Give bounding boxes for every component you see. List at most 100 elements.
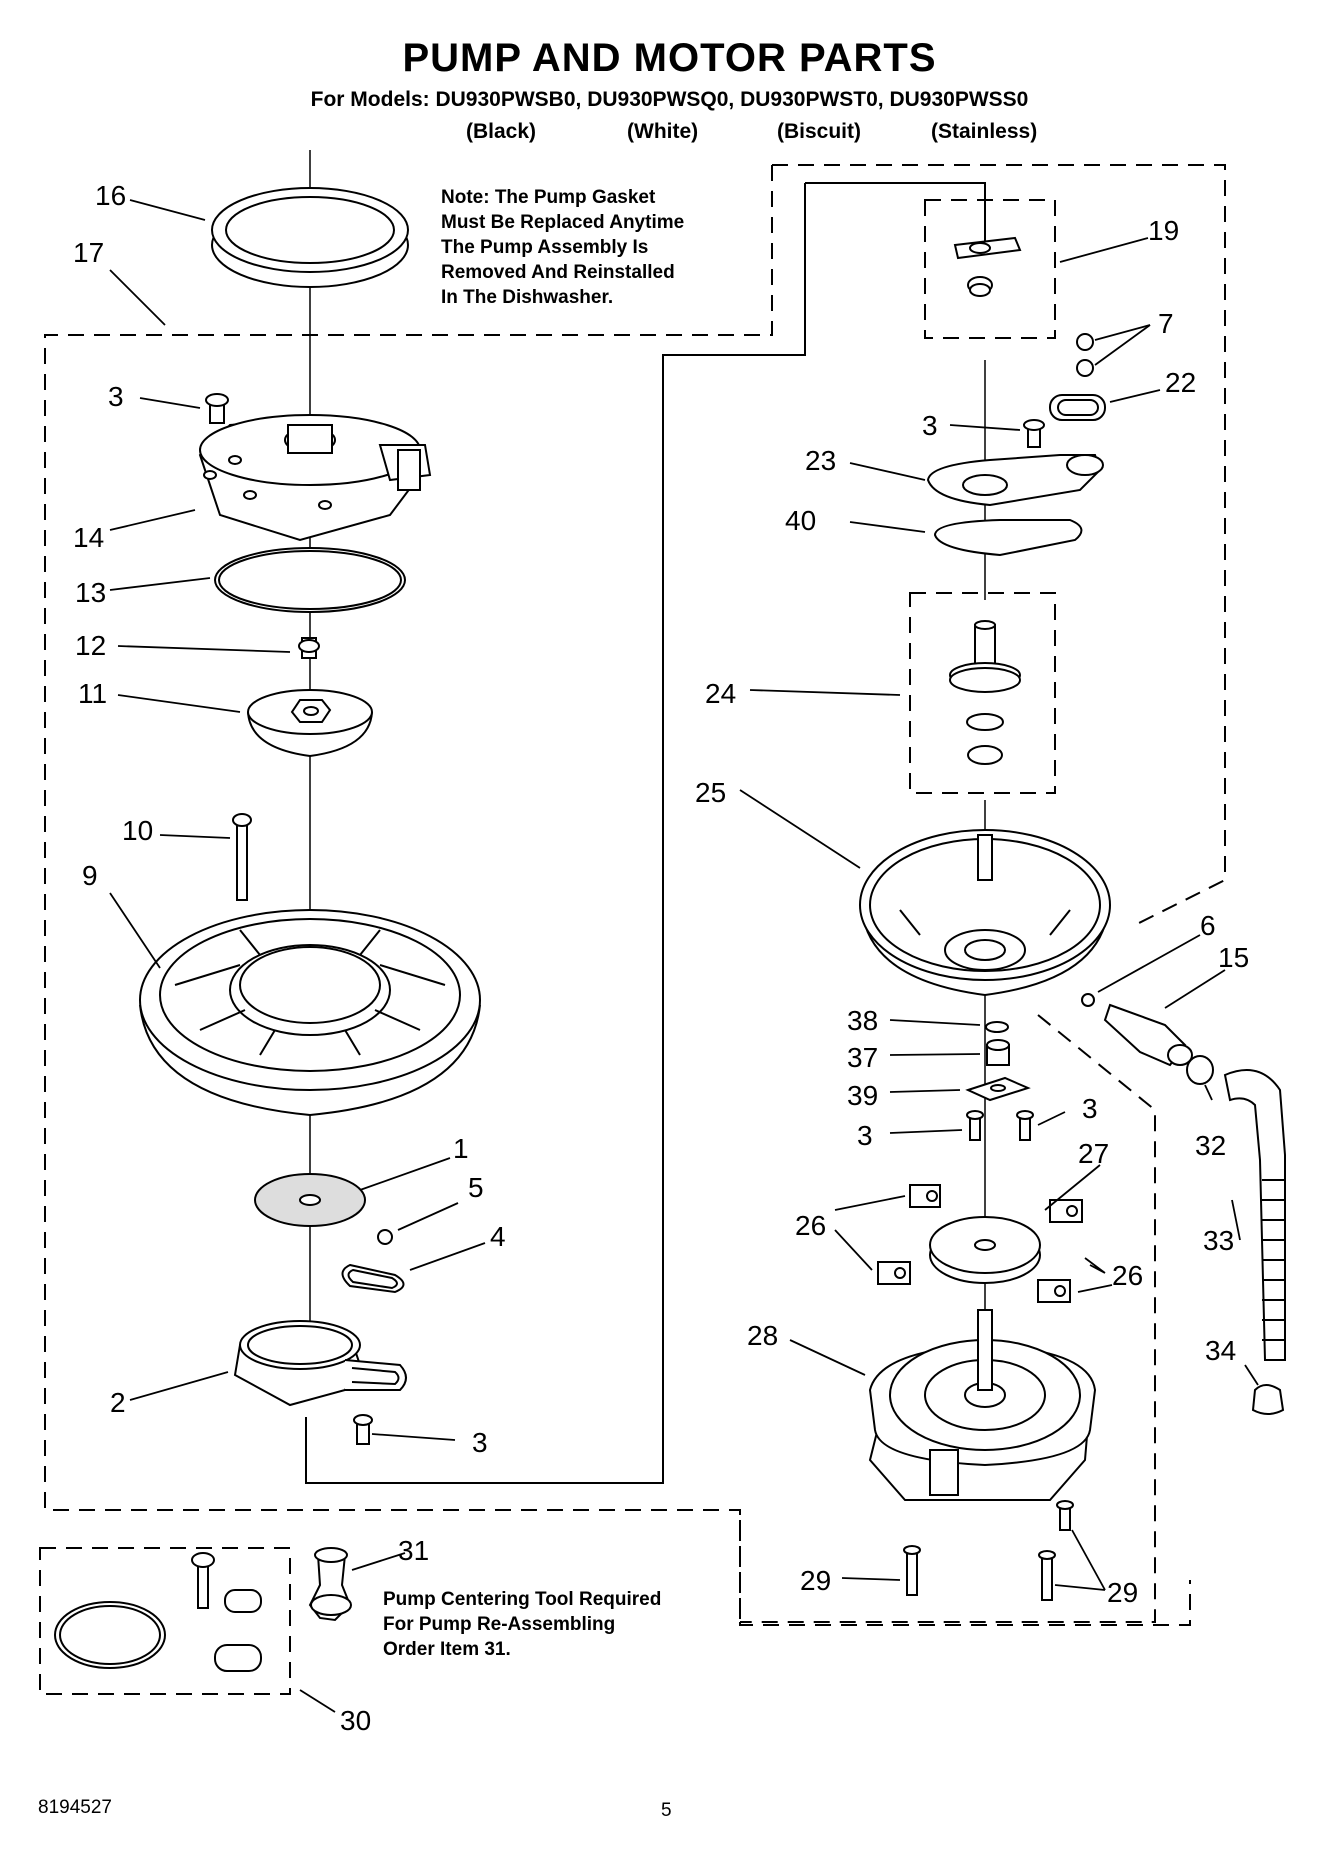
note-line: Pump Centering Tool Required — [383, 1589, 662, 1610]
variant-biscuit: (Biscuit) — [777, 120, 861, 143]
motor-mount — [909, 1184, 941, 1208]
variant-stainless: (Stainless) — [931, 120, 1038, 143]
callout-25: 25 — [695, 777, 726, 808]
o-ring — [1081, 993, 1095, 1007]
callout-26: 26 — [1112, 1260, 1143, 1291]
callout-17: 17 — [73, 237, 104, 268]
screw — [1038, 1550, 1056, 1601]
boundary-motor — [740, 1014, 1156, 1623]
models-line: For Models: DU930PWSB0, DU930PWSQ0, DU93… — [310, 88, 1029, 111]
check-ball — [377, 1229, 393, 1245]
shaft-assembly — [949, 620, 1021, 765]
pump-gasket-note: Note: The Pump Gasket Must Be Replaced A… — [441, 185, 684, 310]
screw — [1016, 1110, 1034, 1141]
callout-numbers: 16 17 3 14 13 12 11 10 9 1 5 4 2 3 19 7 … — [73, 180, 1249, 1736]
screw — [353, 1414, 373, 1445]
note-line: Removed And Reinstalled — [441, 262, 675, 283]
callout-13: 13 — [75, 577, 106, 608]
callout-3: 3 — [108, 381, 124, 412]
screw — [1056, 1500, 1074, 1531]
callout-24: 24 — [705, 678, 736, 709]
bearing — [986, 1039, 1010, 1066]
callout-19: 19 — [1148, 215, 1179, 246]
ball — [1076, 333, 1094, 351]
motor-mount — [877, 1261, 911, 1285]
repair-kit — [54, 1552, 262, 1672]
callout-32: 32 — [1195, 1130, 1226, 1161]
callout-26: 26 — [795, 1210, 826, 1241]
note-line: In The Dishwasher. — [441, 287, 614, 308]
boundary-part-30 — [39, 1547, 291, 1695]
ball — [1076, 359, 1094, 377]
callout-10: 10 — [122, 815, 153, 846]
o-ring-inner — [218, 550, 402, 610]
note-line: The Pump Assembly Is — [441, 237, 649, 258]
callout-9: 9 — [82, 860, 98, 891]
screw — [903, 1545, 921, 1596]
pump-motor — [868, 1309, 1097, 1501]
callout-7: 7 — [1158, 308, 1174, 339]
callout-29: 29 — [1107, 1577, 1138, 1608]
callout-3: 3 — [1082, 1093, 1098, 1124]
callout-31: 31 — [398, 1535, 429, 1566]
callout-6: 6 — [1200, 910, 1216, 941]
motor-mount — [1049, 1199, 1083, 1223]
boundary-part-24 — [909, 592, 1056, 794]
centering-tool-note: Pump Centering Tool Required For Pump Re… — [383, 1587, 661, 1662]
note-line: Must Be Replaced Anytime — [441, 212, 685, 233]
callout-33: 33 — [1203, 1225, 1234, 1256]
callout-34: 34 — [1205, 1335, 1236, 1366]
assembly-leader-left — [305, 183, 806, 1484]
pump-centering-tool — [308, 1547, 352, 1622]
callout-5: 5 — [468, 1172, 484, 1203]
callout-3: 3 — [922, 410, 938, 441]
spring-clip — [953, 236, 1022, 297]
callout-16: 16 — [95, 180, 126, 211]
manifold-cover — [926, 454, 1104, 507]
screw — [205, 393, 229, 424]
callout-22: 22 — [1165, 367, 1196, 398]
callout-14: 14 — [73, 522, 104, 553]
document-number: 8194527 — [38, 1797, 112, 1818]
drain-hose — [1223, 1069, 1286, 1361]
callout-23: 23 — [805, 445, 836, 476]
page-number: 5 — [661, 1800, 672, 1821]
filter-screen — [254, 1173, 366, 1227]
pump-basin — [859, 829, 1111, 997]
note-line: Note: The Pump Gasket — [441, 187, 656, 208]
seal-ring — [1049, 394, 1106, 421]
callout-39: 39 — [847, 1080, 878, 1111]
seal-ring — [341, 1263, 405, 1294]
screw — [1023, 419, 1045, 448]
callout-4: 4 — [490, 1221, 506, 1252]
pump-gasket — [211, 187, 409, 288]
callout-28: 28 — [747, 1320, 778, 1351]
callout-37: 37 — [847, 1042, 878, 1073]
impeller-disc — [929, 1216, 1041, 1284]
callout-40: 40 — [785, 505, 816, 536]
bearing-plate — [965, 1076, 1031, 1102]
screw — [298, 637, 320, 659]
boundary-upper-right — [772, 164, 1226, 926]
variant-white: (White) — [627, 120, 699, 143]
gasket — [933, 519, 1083, 557]
callout-3: 3 — [472, 1427, 488, 1458]
hose-connector — [1103, 1003, 1193, 1067]
page-title: PUMP AND MOTOR PARTS — [402, 36, 937, 80]
callout-38: 38 — [847, 1005, 878, 1036]
boundary-part-19 — [924, 199, 1056, 339]
callout-29: 29 — [800, 1565, 831, 1596]
callout-15: 15 — [1218, 942, 1249, 973]
chopper-housing — [233, 1320, 407, 1407]
note-line: Order Item 31. — [383, 1639, 511, 1660]
variant-black: (Black) — [466, 120, 537, 143]
callout-1: 1 — [453, 1133, 469, 1164]
impeller — [247, 689, 373, 758]
lower-pump-housing — [139, 909, 481, 1117]
callout-30: 30 — [340, 1705, 371, 1736]
hose-cap — [1251, 1384, 1285, 1415]
pump-housing — [198, 414, 432, 542]
callout-leaders — [109, 199, 1259, 1713]
washer — [985, 1021, 1009, 1033]
